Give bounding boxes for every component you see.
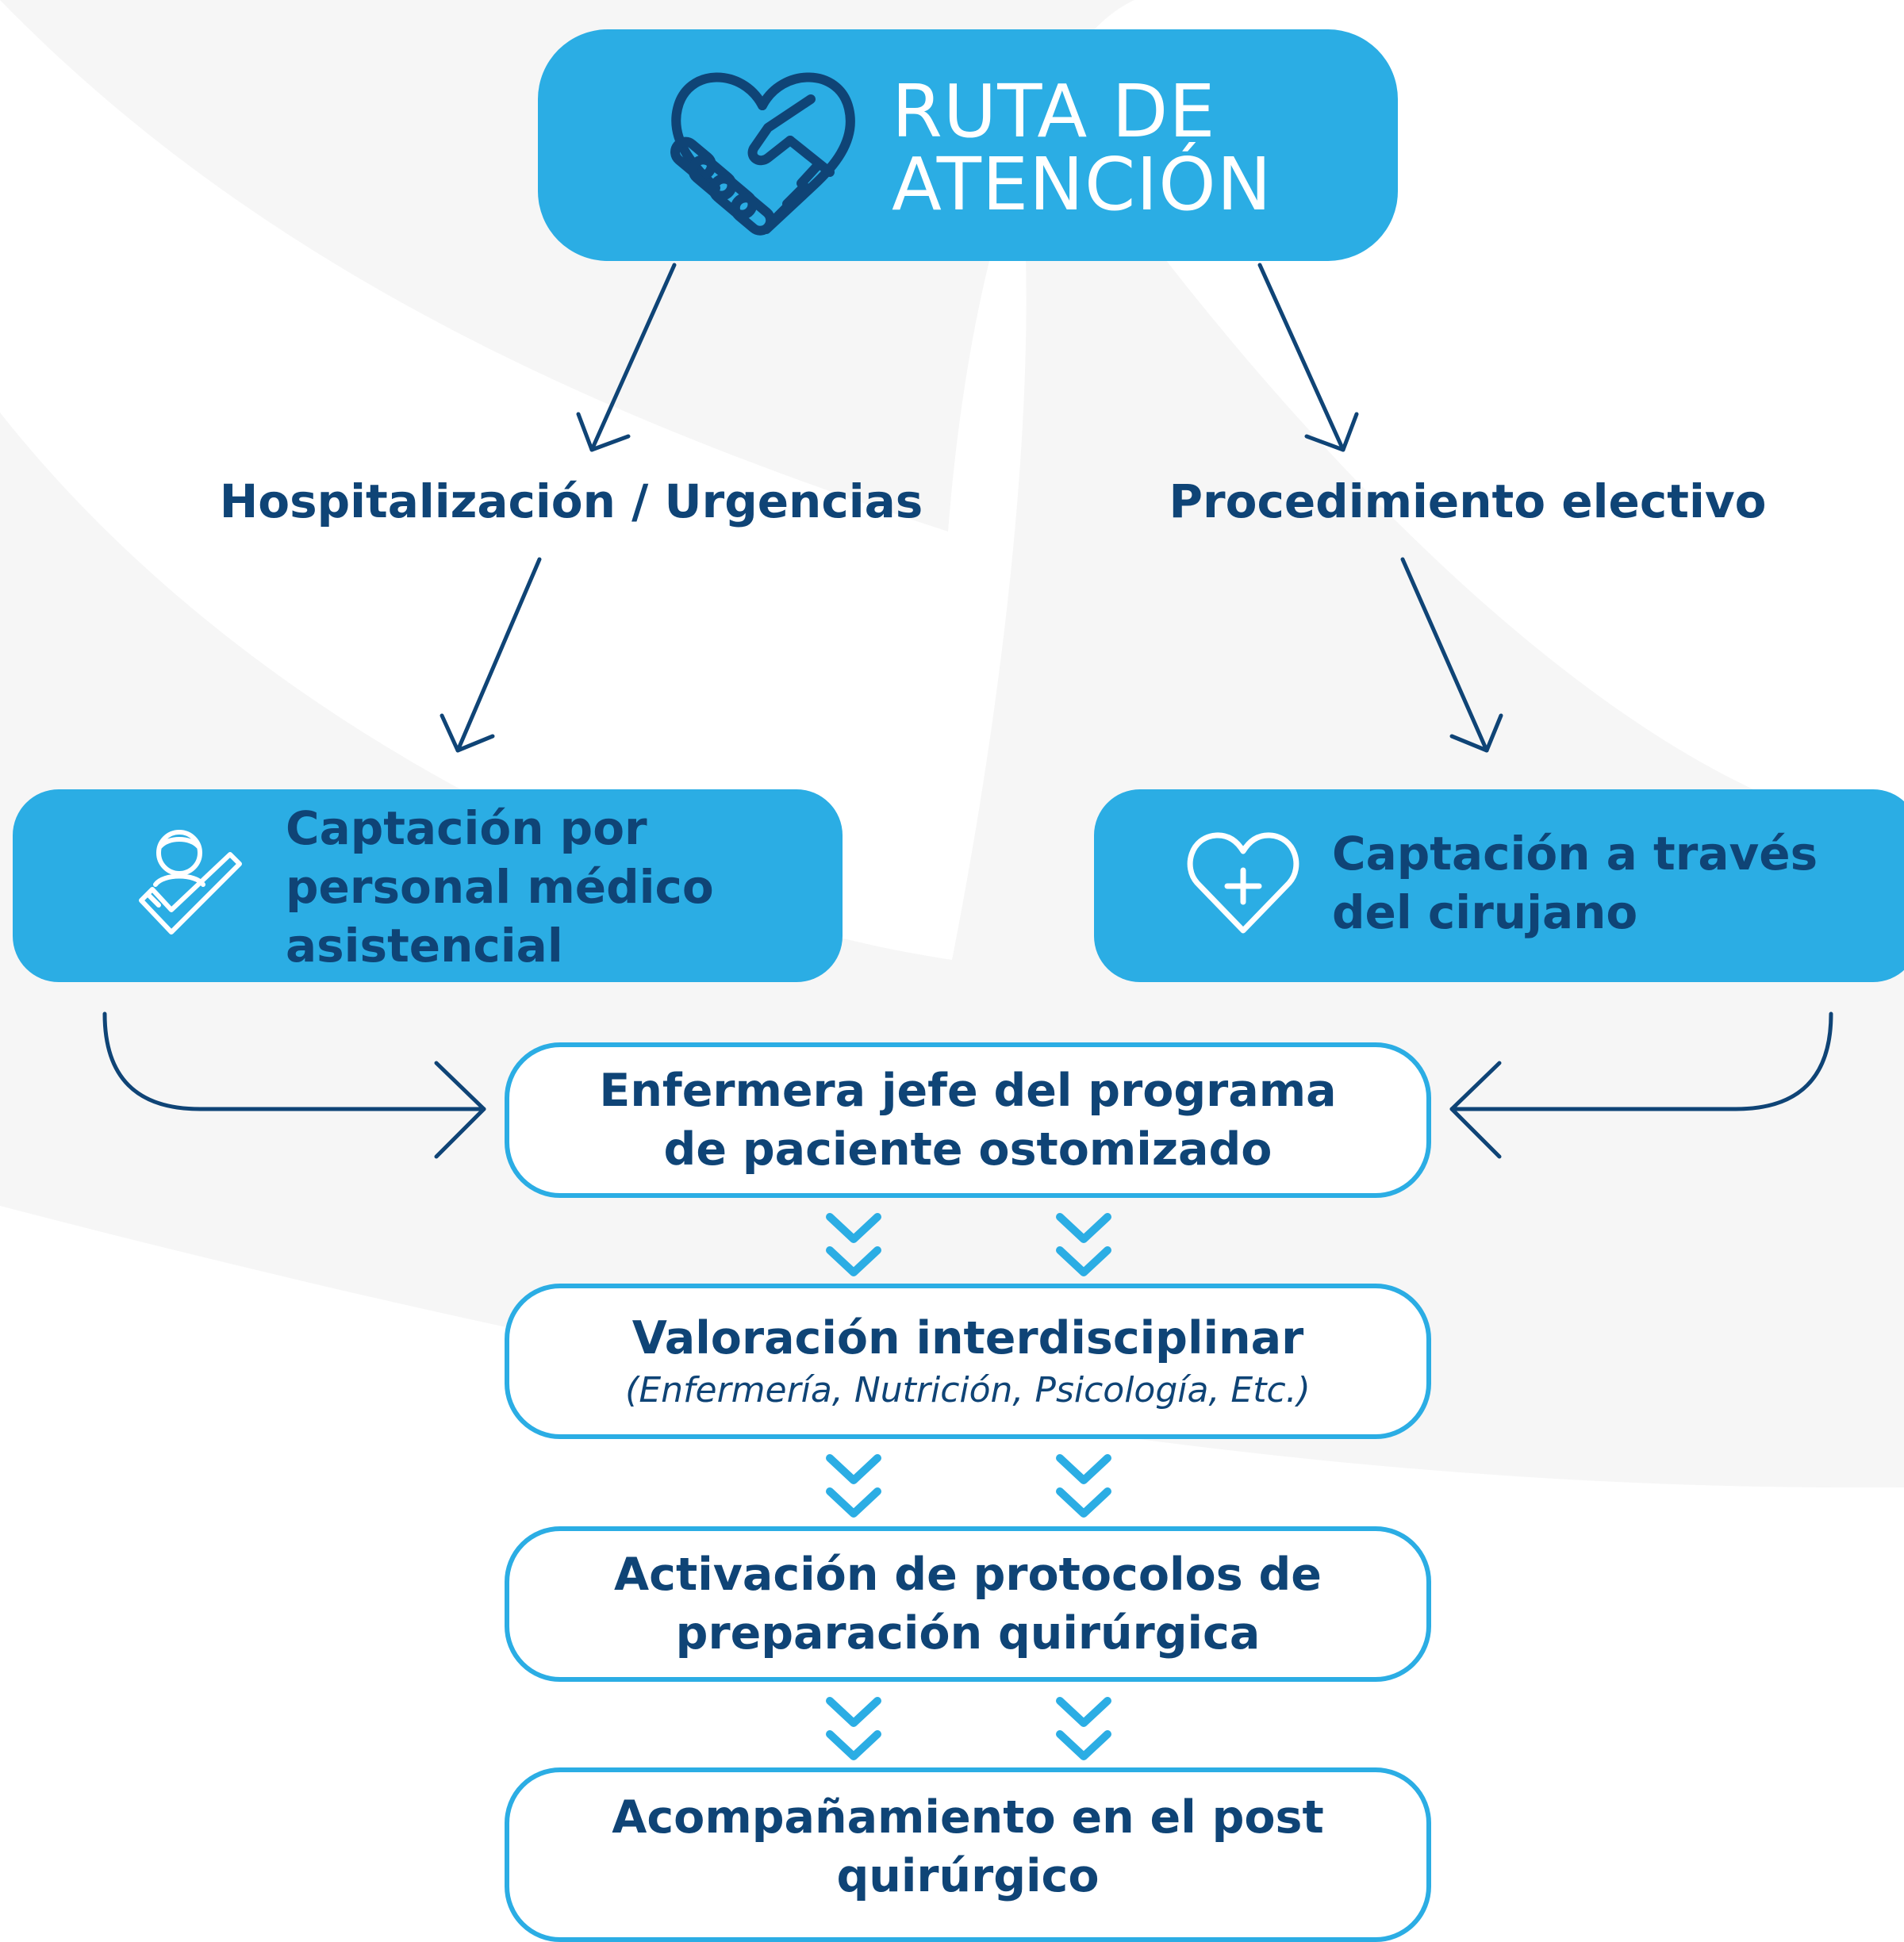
step-1-line-1: Enfermera jefe del programa	[599, 1065, 1337, 1117]
title-line-2: ATENCIÓN	[892, 142, 1273, 227]
step-2-line-1: Valoración interdisciplinar	[631, 1312, 1304, 1364]
step-acompanamiento: Acompañamiento en el post quirúrgico	[505, 1767, 1431, 1942]
title-box: RUTA DE ATENCIÓN	[538, 29, 1398, 261]
source-left-line-3: asistencial	[286, 919, 563, 973]
chevron-down-icon	[826, 1213, 881, 1276]
step-4-line-1: Acompañamiento en el post	[612, 1791, 1324, 1844]
branch-label-electivo: Procedimiento electivo	[1169, 474, 1767, 528]
source-text-personal-medico: Captación por personal médico asistencia…	[286, 799, 714, 975]
step-1-line-2: de paciente ostomizado	[663, 1123, 1273, 1176]
source-left-line-2: personal médico	[286, 860, 714, 914]
chevron-down-icon	[1056, 1213, 1111, 1276]
source-box-cirujano: Captación a través del cirujano	[1094, 789, 1904, 982]
chevron-down-icon	[826, 1697, 881, 1760]
branch-label-hospitalizacion: Hospitalización / Urgencias	[219, 474, 923, 528]
heart-handshake-icon	[670, 72, 855, 236]
source-text-cirujano: Captación a través del cirujano	[1332, 824, 1818, 942]
source-box-personal-medico: Captación por personal médico asistencia…	[13, 789, 843, 982]
chevron-down-icon	[1056, 1697, 1111, 1760]
doctor-check-icon	[139, 830, 242, 935]
step-activacion-protocolos: Activación de protocolos de preparación …	[505, 1526, 1431, 1682]
source-right-line-1: Captación a través	[1332, 827, 1818, 881]
step-valoracion: Valoración interdisciplinar (Enfermería,…	[505, 1284, 1431, 1439]
step-4-line-2: quirúrgico	[836, 1850, 1100, 1902]
step-3-line-2: preparación quirúrgica	[675, 1607, 1261, 1660]
page-title: RUTA DE ATENCIÓN	[892, 75, 1273, 221]
source-left-line-1: Captación por	[286, 801, 647, 855]
background-swoosh-left	[0, 0, 1904, 532]
chevron-down-icon	[1056, 1454, 1111, 1518]
chevron-down-icon	[826, 1454, 881, 1518]
step-2-subtitle: (Enfermería, Nutrición, Psicología, Etc.…	[625, 1370, 1311, 1410]
source-right-line-2: del cirujano	[1332, 885, 1638, 939]
title-line-1: RUTA DE	[892, 69, 1216, 154]
heart-plus-icon	[1187, 832, 1299, 934]
step-3-line-1: Activación de protocolos de	[614, 1549, 1322, 1601]
step-enfermera-jefe: Enfermera jefe del programa de paciente …	[505, 1042, 1431, 1198]
